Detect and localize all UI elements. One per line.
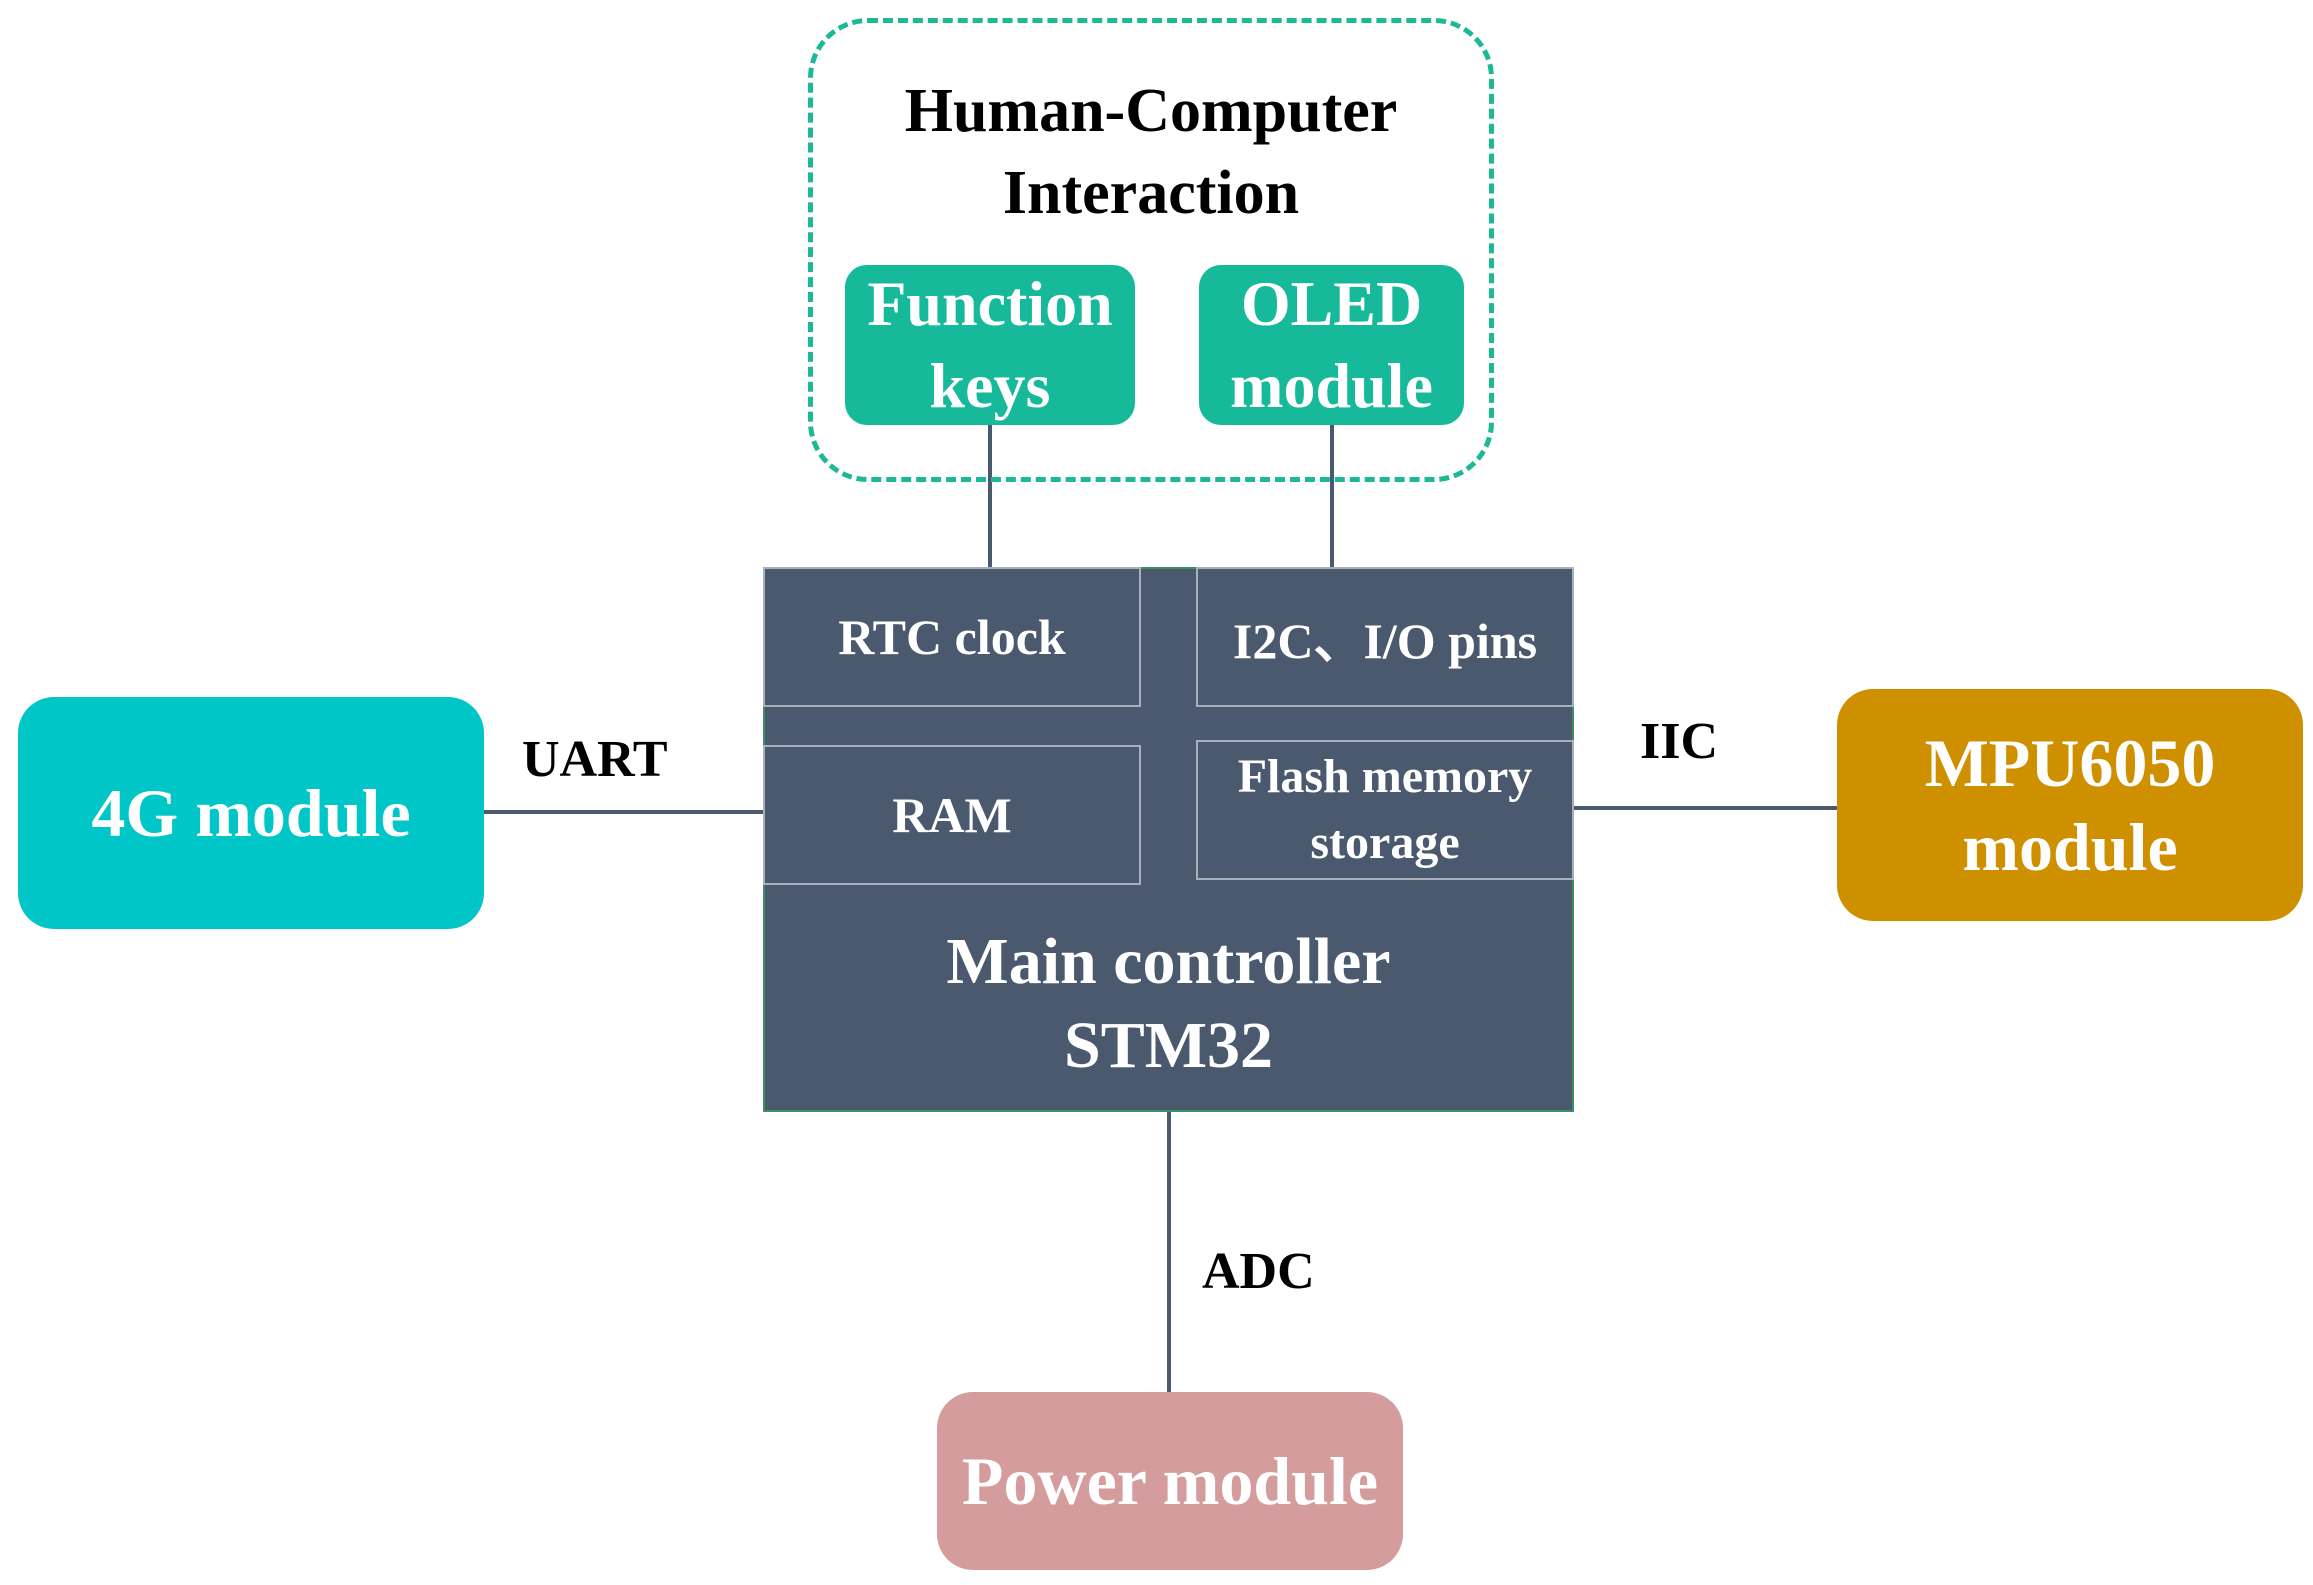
hci-title-line2: Interaction (1002, 159, 1300, 227)
main-controller-label-line1: Main controller (946, 925, 1391, 998)
hci-group-boundary (808, 18, 1494, 482)
adc-label: ADC (1202, 1243, 1315, 1300)
flash-label-line2: storage (1310, 816, 1460, 869)
flash-label-line1: Flash memory (1237, 750, 1533, 803)
function-keys-label-line1: Function (867, 268, 1113, 339)
uart-label: UART (522, 731, 668, 788)
main-controller-label-line2: STM32 (1063, 1009, 1274, 1082)
rtc-clock-node[interactable]: RTC clock (763, 567, 1141, 707)
power-module-node[interactable]: Power module (937, 1392, 1403, 1570)
ram-node[interactable]: RAM (763, 745, 1141, 885)
mpu6050-label-line2: module (1962, 809, 2178, 885)
mpu6050-module-node[interactable]: MPU6050 module (1837, 689, 2303, 921)
function-keys-node[interactable]: Function keys (845, 265, 1135, 425)
hci-group-title: Human-Computer Interaction (808, 70, 1494, 234)
ram-label: RAM (892, 787, 1012, 843)
4g-module-node[interactable]: 4G module (18, 697, 484, 929)
oled-module-node[interactable]: OLED module (1199, 265, 1464, 425)
oled-label-line2: module (1230, 350, 1433, 421)
mpu6050-label-line1: MPU6050 (1924, 725, 2216, 801)
i2c-io-pins-node[interactable]: I2C、I/O pins (1196, 567, 1574, 707)
flash-memory-node[interactable]: Flash memory storage (1196, 740, 1574, 880)
hci-title-line1: Human-Computer (904, 77, 1398, 145)
rtc-clock-label: RTC clock (838, 609, 1066, 665)
oled-label-line1: OLED (1240, 268, 1423, 339)
connector-iic (1574, 806, 1837, 810)
4g-module-label: 4G module (91, 774, 411, 851)
connector-function-keys (988, 425, 992, 567)
main-controller-label: Main controller STM32 (763, 920, 1574, 1088)
function-keys-label-line2: keys (929, 350, 1051, 421)
connector-uart (484, 810, 763, 814)
power-module-label: Power module (961, 1442, 1379, 1519)
i2c-io-pins-label: I2C、I/O pins (1232, 613, 1538, 669)
connector-adc (1167, 1112, 1171, 1392)
connector-oled (1330, 425, 1334, 567)
iic-label: IIC (1640, 713, 1719, 770)
